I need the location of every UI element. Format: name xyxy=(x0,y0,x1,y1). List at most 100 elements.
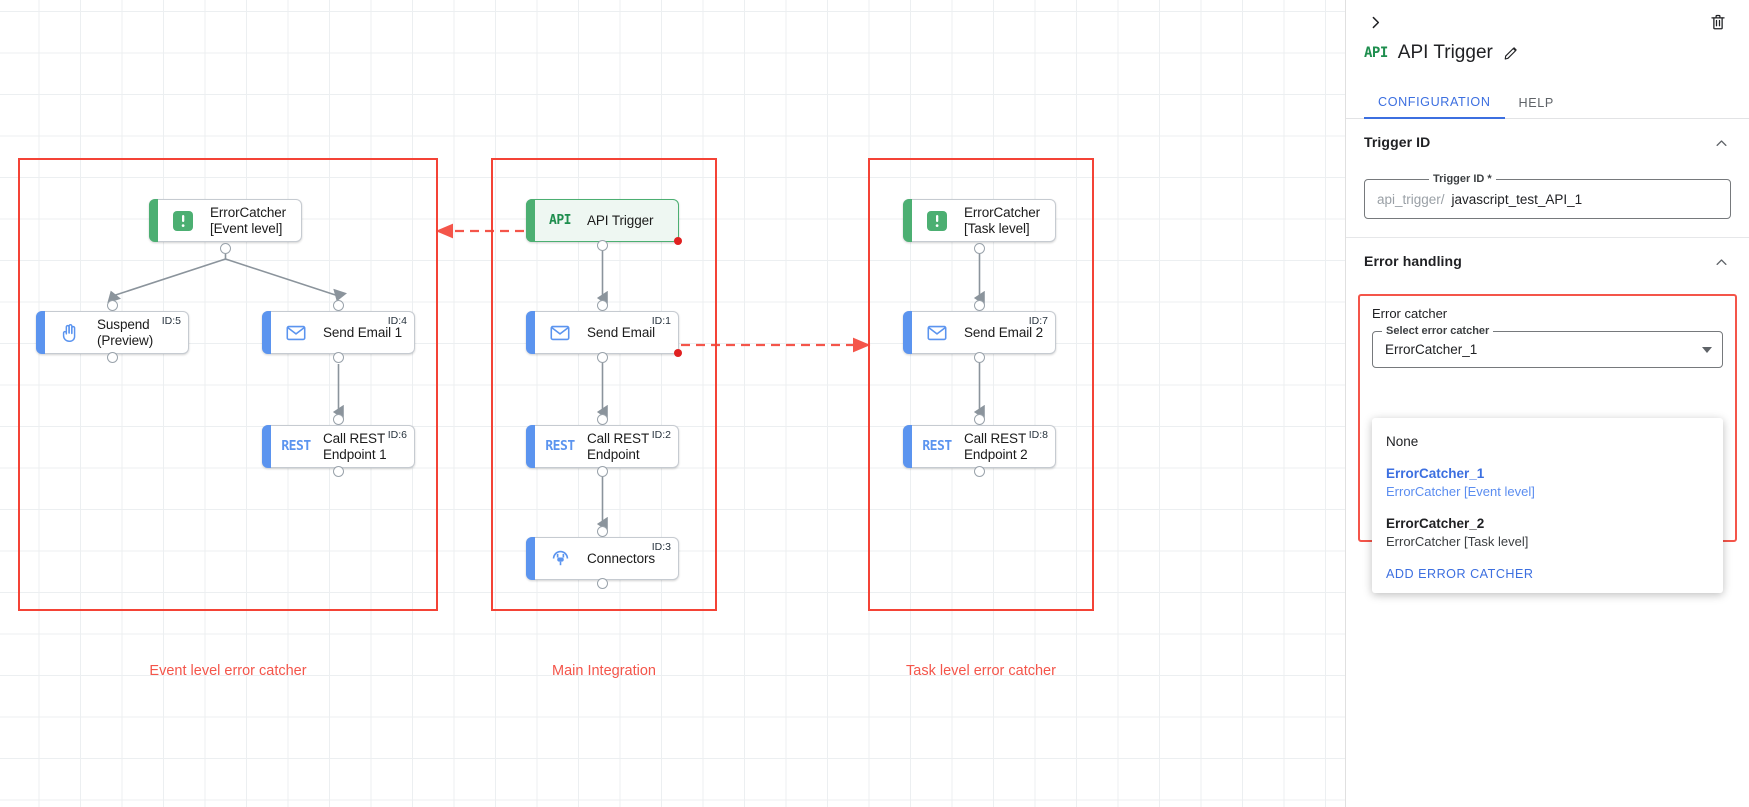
tab-configuration[interactable]: CONFIGURATION xyxy=(1364,86,1505,119)
node-port-out[interactable] xyxy=(974,243,985,254)
node-port-out[interactable] xyxy=(974,466,985,477)
edges-layer xyxy=(107,223,985,532)
node-send-email-1[interactable]: Send Email 1 ID:4 xyxy=(262,311,415,354)
details-panel: API API Trigger CONFIGURATION HELP Trigg… xyxy=(1345,0,1749,807)
node-title: Call REST Endpoint xyxy=(587,430,650,462)
node-port-in[interactable] xyxy=(333,300,344,311)
node-port-out[interactable] xyxy=(333,352,344,363)
node-title: ErrorCatcher [Event level] xyxy=(210,204,287,236)
node-port-in[interactable] xyxy=(974,300,985,311)
trigger-id-value: javascript_test_API_1 xyxy=(1451,191,1583,207)
node-accent-bar xyxy=(526,199,535,242)
node-accent-bar xyxy=(262,425,271,468)
node-call-rest-endpoint-1[interactable]: REST Call REST Endpoint 1 ID:6 xyxy=(262,425,415,468)
node-id-label: ID:3 xyxy=(651,541,671,553)
node-port-out[interactable] xyxy=(107,352,118,363)
menu-item-errorcatcher-2[interactable]: ErrorCatcher_2 ErrorCatcher [Task level] xyxy=(1372,508,1723,558)
error-catcher-icon xyxy=(170,208,196,234)
menu-item-sublabel: ErrorCatcher [Task level] xyxy=(1386,534,1529,550)
api-icon: API xyxy=(1364,45,1388,61)
trigger-id-field-wrap: Trigger ID * api_trigger/ javascript_tes… xyxy=(1364,173,1731,219)
node-title: Connectors xyxy=(587,550,656,566)
pencil-icon[interactable] xyxy=(1503,45,1519,61)
chevron-right-icon[interactable] xyxy=(1362,9,1388,35)
node-title: Send Email 2 xyxy=(964,324,1044,340)
node-port-in[interactable] xyxy=(107,300,118,311)
node-port-in[interactable] xyxy=(333,414,344,425)
menu-item-label: None xyxy=(1386,434,1419,449)
group-frame-task-level xyxy=(868,158,1094,611)
menu-item-label: ErrorCatcher_1 xyxy=(1386,466,1485,482)
node-id-label: ID:2 xyxy=(651,429,671,441)
node-port-out[interactable] xyxy=(333,466,344,477)
section-divider xyxy=(1346,237,1749,238)
menu-item-errorcatcher-1[interactable]: ErrorCatcher_1 ErrorCatcher [Event level… xyxy=(1372,458,1723,508)
node-send-email[interactable]: Send Email ID:1 xyxy=(526,311,682,357)
error-catcher-icon xyxy=(924,208,950,234)
group-label-event-level: Event level error catcher xyxy=(149,663,307,679)
rest-icon: REST xyxy=(281,439,311,454)
node-accent-bar xyxy=(526,311,535,354)
node-call-rest-endpoint[interactable]: REST Call REST Endpoint ID:2 xyxy=(526,425,679,468)
select-error-catcher[interactable]: Select error catcher ErrorCatcher_1 xyxy=(1372,325,1723,368)
group-frame-main-integration xyxy=(491,158,717,611)
panel-tabs: CONFIGURATION HELP xyxy=(1346,86,1749,119)
chevron-up-icon[interactable] xyxy=(1714,136,1729,156)
node-port-in[interactable] xyxy=(597,414,608,425)
group-label-task-level: Task level error catcher xyxy=(906,663,1056,679)
node-port-in[interactable] xyxy=(597,526,608,537)
menu-item-label: ErrorCatcher_2 xyxy=(1386,515,1485,531)
error-catcher-box: Error catcher Select error catcher Error… xyxy=(1358,294,1737,593)
node-port-out[interactable] xyxy=(597,466,608,477)
trigger-id-input[interactable]: Trigger ID * api_trigger/ javascript_tes… xyxy=(1364,173,1731,219)
node-accent-bar xyxy=(903,311,912,354)
menu-item-none[interactable]: None xyxy=(1372,426,1723,458)
select-legend: Select error catcher xyxy=(1382,325,1494,337)
node-port-in[interactable] xyxy=(597,300,608,311)
node-api-trigger[interactable]: API API Trigger xyxy=(526,199,682,245)
section-trigger-id[interactable]: Trigger ID xyxy=(1346,119,1749,165)
node-connectors[interactable]: Connectors ID:3 xyxy=(526,537,679,580)
error-catcher-dropdown-menu: None ErrorCatcher_1 ErrorCatcher [Event … xyxy=(1372,418,1723,593)
node-title: Send Email xyxy=(587,324,656,340)
node-suspend-preview[interactable]: Suspend (Preview) ID:5 xyxy=(36,311,189,354)
trigger-id-legend: Trigger ID * xyxy=(1429,173,1496,185)
node-error-indicator xyxy=(674,237,682,245)
node-port-out[interactable] xyxy=(597,578,608,589)
node-error-indicator xyxy=(674,349,682,357)
chevron-up-icon[interactable] xyxy=(1714,255,1729,275)
node-title: Send Email 1 xyxy=(323,324,403,340)
node-port-out[interactable] xyxy=(220,243,231,254)
node-title: Call REST Endpoint 2 xyxy=(964,430,1028,462)
node-port-in[interactable] xyxy=(974,414,985,425)
node-id-label: ID:4 xyxy=(387,315,407,327)
menu-item-sublabel: ErrorCatcher [Event level] xyxy=(1386,484,1535,500)
add-error-catcher-button[interactable]: ADD ERROR CATCHER xyxy=(1386,566,1534,581)
node-send-email-2[interactable]: Send Email 2 ID:7 xyxy=(903,311,1056,354)
group-frame-event-level xyxy=(18,158,438,611)
node-accent-bar xyxy=(262,311,271,354)
node-id-label: ID:6 xyxy=(387,429,407,441)
node-errorcatcher-event-level[interactable]: ErrorCatcher [Event level] xyxy=(149,199,302,242)
trash-icon[interactable] xyxy=(1705,9,1731,35)
node-errorcatcher-task-level[interactable]: ErrorCatcher [Task level] xyxy=(903,199,1056,242)
chevron-down-icon[interactable] xyxy=(1702,347,1712,353)
panel-title-row: API API Trigger xyxy=(1364,42,1519,64)
node-accent-bar xyxy=(36,311,45,354)
rest-icon: REST xyxy=(545,439,575,454)
node-port-out[interactable] xyxy=(974,352,985,363)
node-id-label: ID:8 xyxy=(1028,429,1048,441)
node-id-label: ID:5 xyxy=(161,315,181,327)
node-port-out[interactable] xyxy=(597,240,608,251)
node-title: API Trigger xyxy=(587,212,654,228)
section-error-handling[interactable]: Error handling xyxy=(1346,238,1749,284)
node-call-rest-endpoint-2[interactable]: REST Call REST Endpoint 2 ID:8 xyxy=(903,425,1056,468)
error-catcher-label: Error catcher xyxy=(1372,306,1448,321)
workflow-canvas[interactable]: Event level error catcher Main Integrati… xyxy=(0,0,1345,807)
tab-help[interactable]: HELP xyxy=(1518,95,1554,110)
envelope-icon xyxy=(924,320,950,346)
node-title: Suspend (Preview) xyxy=(97,316,154,348)
node-port-out[interactable] xyxy=(597,352,608,363)
node-accent-bar xyxy=(149,199,158,242)
node-accent-bar xyxy=(526,537,535,580)
